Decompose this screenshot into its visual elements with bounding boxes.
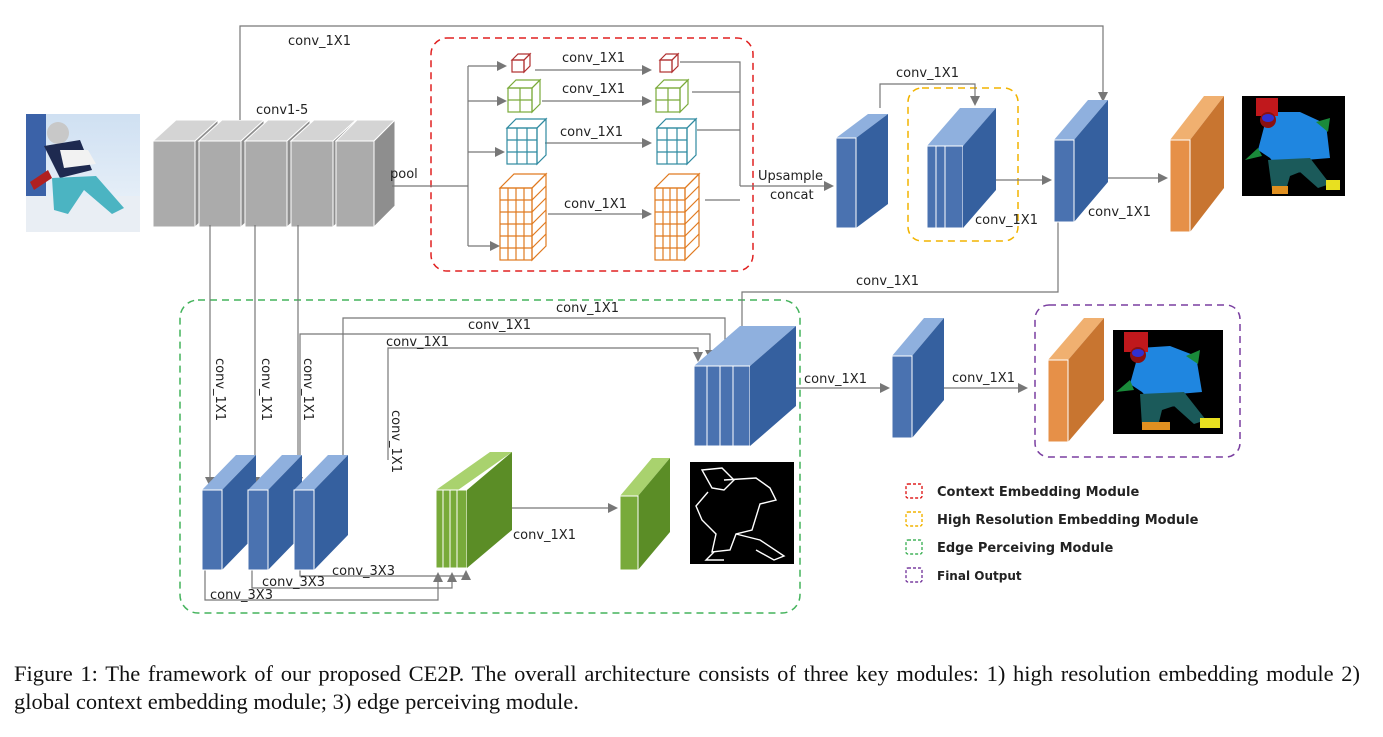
label-hr-conv1x1-top: conv_1X1 [896,66,959,81]
label-down-conv1x1: conv_1X1 [856,274,919,289]
label-pool: pool [390,167,418,182]
label-ctx-conv1x1-a: conv_1X1 [562,51,625,66]
label-edge-conv1x1-b: conv_1X1 [468,318,531,333]
edge-green-maps [435,452,512,569]
label-green-conv1x1: conv_1X1 [513,528,576,543]
legend-item-edge: Edge Perceiving Module [905,539,1113,556]
label-final-conv1x1: conv_1X1 [952,371,1015,386]
label-concat: concat [770,188,814,203]
legend: Context Embedding Module High Resolution… [905,483,1199,583]
input-image [26,114,140,232]
final-output-box [1034,304,1241,458]
conv-block-5 [334,118,397,229]
label-edge-conv1x1-c: conv_1X1 [386,335,449,350]
label-top-conv1x1: conv_1X1 [288,34,351,49]
connectors [204,25,1168,601]
label-conv3x3-a: conv_3X3 [332,564,395,579]
edge-map-image [690,462,794,564]
label-ctx-conv1x1-d: conv_1X1 [564,197,627,212]
context-grid-cube-2x2-left [506,78,542,114]
label-ctx-conv1x1-c: conv_1X1 [560,125,623,140]
legend-label: High Resolution Embedding Module [937,513,1199,528]
label-fused-conv1x1: conv_1X1 [1088,205,1151,220]
label-vert-conv1x1-d: conv_1X1 [388,410,403,473]
final-score-map [1047,318,1104,443]
label-conv1-5: conv1-5 [256,103,308,118]
context-grid-cube-6x6-left [498,172,548,262]
legend-item-final: Final Output [905,567,1022,583]
edge-perceiving-module-box [179,299,801,614]
parsing-score-map-top [1169,96,1224,233]
figure-caption: Figure 1: The framework of our proposed … [14,661,1360,714]
context-grid-cube-3x3-left [505,117,548,166]
legend-label: Edge Perceiving Module [937,541,1113,556]
label-vert-conv1x1-b: conv_1X1 [258,358,273,421]
legend-item-context: Context Embedding Module [905,483,1139,500]
context-embedding-module-box [430,37,754,272]
edge-output-map [619,458,670,571]
concat-feature-maps [693,326,796,447]
label-ctx-conv1x1-b: conv_1X1 [562,82,625,97]
label-vert-conv1x1-a: conv_1X1 [212,358,227,421]
edge-blue-map-3 [293,455,348,571]
parsing-result-image-top [1242,96,1345,196]
label-vert-conv1x1-c: conv_1X1 [300,358,315,421]
context-grid-cube-6x6-right [653,172,701,262]
legend-item-high-res: High Resolution Embedding Module [905,511,1199,528]
legend-label: Context Embedding Module [937,485,1139,500]
high-resolution-module-box [907,87,1019,242]
final-parsing-image [1113,330,1223,434]
context-grid-cube-2x2-right [654,78,690,114]
ce2p-framework-diagram: conv_1X1 conv1-5 pool conv_1X1 conv_1X1 … [26,25,1345,614]
context-feature-map [835,114,888,229]
label-conv3x3-b: conv_3X3 [262,575,325,590]
label-conv3x3-c: conv_3X3 [210,588,273,603]
legend-label: Final Output [937,569,1022,583]
final-blue-map [891,318,944,439]
label-concat-conv1x1: conv_1X1 [804,372,867,387]
label-upsample: Upsample [758,169,823,184]
context-grid-cube-3x3-right [655,117,698,166]
context-grid-cube-1x1-left [510,52,532,74]
fused-feature-map [1053,100,1108,223]
label-edge-conv1x1-a: conv_1X1 [556,301,619,316]
high-resolution-feature-maps [926,108,996,229]
context-grid-cube-1x1-right [658,52,680,74]
label-hr-conv1x1-inner: conv_1X1 [975,213,1038,228]
